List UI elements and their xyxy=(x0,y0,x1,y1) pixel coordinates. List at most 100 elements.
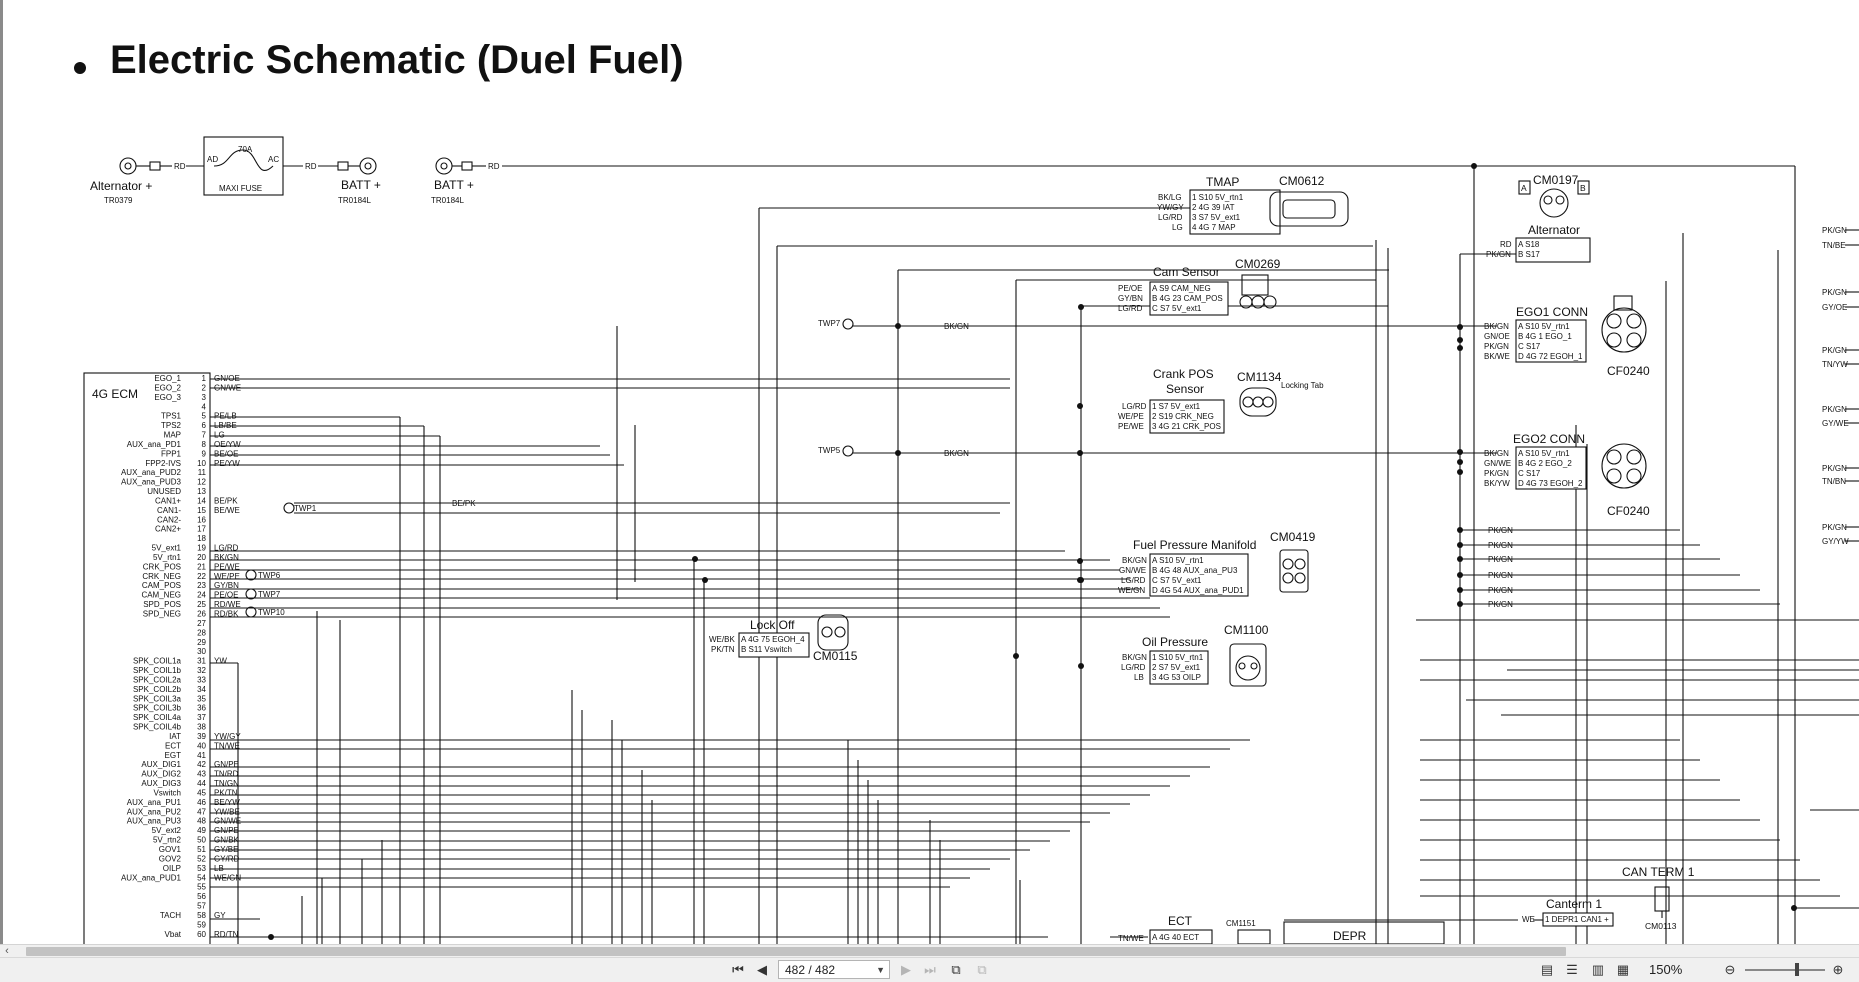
battery-terminal-1: BATT + TR0184L xyxy=(318,157,381,205)
pin-row: B S17 xyxy=(1518,250,1540,259)
ecm-pin-signal: AUX_ana_PU1 xyxy=(127,798,182,807)
continuous-view-icon[interactable]: ☰ xyxy=(1566,962,1578,977)
component-part: CM0419 xyxy=(1270,530,1316,544)
component-title: Cam Sensor xyxy=(1153,265,1220,279)
ecm-pin-wire: TN/GN xyxy=(214,779,239,788)
pin-row: A S10 5V_rtn1 xyxy=(1518,322,1570,331)
two-page-continuous-icon[interactable]: ▦ xyxy=(1616,962,1630,977)
ecm-pin-wire: RD/WE xyxy=(214,600,241,609)
lock-off-connector: Lock Off A 4G 75 EGOH_4 B S11 Vswitch WE… xyxy=(709,614,858,663)
pin-row: 2 S19 CRK_NEG xyxy=(1152,412,1214,421)
zoom-slider-handle[interactable] xyxy=(1795,963,1799,976)
ecm-pin-signal: Vswitch xyxy=(153,788,181,797)
ecm-pin-number: 35 xyxy=(197,694,206,703)
canterm-connector: Canterm 1 1 DEPR1 CAN1 + WE xyxy=(1284,897,1614,927)
ecm-pin-signal: AUX_ana_PU2 xyxy=(127,807,182,816)
viewer-toolbar: ⏮ ◀ 482 / 482 ▼ ▶ ⏭ ⧉ ⧉ ▤ ☰ ▥ ▦ 150% ⊖ ⊕ xyxy=(0,957,1859,982)
ecm-pin-number: 54 xyxy=(197,873,206,882)
ecm-pin-signal: UNUSED xyxy=(147,487,181,496)
ecm-pin-signal: SPK_COIL3b xyxy=(133,704,182,713)
page-number-input[interactable]: 482 / 482 ▼ xyxy=(778,960,890,979)
copy-page-icon[interactable]: ⧉ xyxy=(951,962,961,977)
horizontal-scrollbar[interactable]: ‹ xyxy=(0,944,1859,958)
component-part: CF0240 xyxy=(1607,364,1650,378)
component-part: CM1151 xyxy=(1226,919,1256,928)
ecm-pin-number: 59 xyxy=(197,920,206,929)
ecm-pin-number: 1 xyxy=(202,374,207,383)
ecm-pin-signal: SPK_COIL3a xyxy=(133,694,182,703)
zoom-slider[interactable] xyxy=(1745,969,1825,971)
ecm-pin-signal: AUX_ana_PD1 xyxy=(127,440,182,449)
ecm-pin-number: 9 xyxy=(202,449,207,458)
ecm-pin-wire: LG xyxy=(214,431,225,440)
ecm-pin-number: 40 xyxy=(197,741,206,750)
ecm-pin-signal: EGO_3 xyxy=(154,393,181,402)
page-title: Electric Schematic (Duel Fuel) xyxy=(110,38,684,82)
ecm-pin-number: 52 xyxy=(197,854,206,863)
previous-page-icon[interactable]: ◀ xyxy=(757,962,767,977)
ecm-pin-number: 20 xyxy=(197,553,206,562)
chevron-down-icon[interactable]: ▼ xyxy=(876,965,885,975)
ecm-pin-signal: SPK_COIL2a xyxy=(133,675,182,684)
edge-wire-label: PK/GN xyxy=(1822,405,1847,414)
ecm-pin-signal: Vbat xyxy=(165,930,182,939)
right-edge-wires: PK/GNTN/BEPK/GNGY/OEPK/GNTN/YWPK/GNGY/WE… xyxy=(1822,226,1859,546)
wire-label: PK/GN xyxy=(1488,586,1513,595)
twist-label: TWP5 xyxy=(818,446,841,455)
next-page-icon[interactable]: ▶ xyxy=(901,962,911,977)
ecm-pin-signal: EGO_2 xyxy=(154,383,181,392)
page-edge xyxy=(0,0,3,944)
single-page-view-icon[interactable]: ▤ xyxy=(1540,962,1554,977)
component-title: EGO1 CONN xyxy=(1516,305,1588,319)
zoom-in-icon[interactable]: ⊕ xyxy=(1832,962,1844,977)
first-page-icon[interactable]: ⏮ xyxy=(732,962,744,977)
ecm-pin-wire: WE/PE xyxy=(214,572,240,581)
component-part: CM0612 xyxy=(1279,174,1325,188)
ecm-pin-signal: CAM_POS xyxy=(142,581,181,590)
tmap-connector: TMAP 1 S10 5V_rtn1 2 4G 39 IAT 3 S7 5V_e… xyxy=(1157,174,1349,235)
ecm-pin-number: 14 xyxy=(197,496,206,505)
last-page-icon[interactable]: ⏭ xyxy=(924,962,936,977)
wire-label: GN/OE xyxy=(1484,332,1510,341)
right-edge-list: PK/GNTN/BEPK/GNGY/OEPK/GNTN/YWPK/GNGY/WE… xyxy=(1822,226,1859,546)
ecm-pin-signal: AUX_ana_PUD2 xyxy=(121,468,182,477)
edge-wire-label: PK/GN xyxy=(1822,464,1847,473)
wire-label: BK/GN xyxy=(944,322,969,331)
ecm-pin-signal: CAM_NEG xyxy=(141,591,181,600)
ecm-pin-number: 17 xyxy=(197,525,206,534)
paste-page-icon[interactable]: ⧉ xyxy=(977,962,987,977)
alternator-terminal: RD Alternator + TR0379 xyxy=(90,157,204,205)
pin-row: C S7 5V_ext1 xyxy=(1152,304,1202,313)
ecm-pin-signal: TACH xyxy=(160,911,181,920)
ect-connector: ECT A 4G 40 ECT TN/WE CM1151 xyxy=(1118,914,1271,944)
ecm-pin-number: 37 xyxy=(197,713,206,722)
ecm-pin-number: 25 xyxy=(197,600,206,609)
wire-label: PK/GN xyxy=(1484,469,1509,478)
component-title: Oil Pressure xyxy=(1142,635,1208,649)
wire-label: BK/GN xyxy=(1122,653,1147,662)
wire-label: LG/RD xyxy=(1118,304,1143,313)
ecm-pin-number: 56 xyxy=(197,892,206,901)
ecm-pin-number: 7 xyxy=(202,431,207,440)
wire-label: PE/WE xyxy=(1118,422,1144,431)
ecm-pin-signal: 5V_ext1 xyxy=(152,544,182,553)
ecm-pin-signal: EGT xyxy=(165,751,182,760)
zoom-out-icon[interactable]: ⊖ xyxy=(1724,962,1736,977)
ecm-pin-number: 23 xyxy=(197,581,206,590)
wire-label: YW/GY xyxy=(1157,203,1184,212)
two-page-view-icon[interactable]: ▥ xyxy=(1591,962,1605,977)
pin-row: C S17 xyxy=(1518,469,1541,478)
ecm-pin-signal: SPK_COIL4b xyxy=(133,723,182,732)
ecm-pin-number: 12 xyxy=(197,478,206,487)
scrollbar-thumb[interactable] xyxy=(26,947,1566,956)
ecm-pin-number: 15 xyxy=(197,506,206,515)
scroll-left-arrow-icon[interactable]: ‹ xyxy=(5,945,9,957)
twist-label: TWP7 xyxy=(818,319,841,328)
fuse-rating: 70A xyxy=(238,145,253,154)
component-title: TMAP xyxy=(1206,175,1239,189)
battery-part: TR0184L xyxy=(338,196,371,205)
ecm-pin-number: 49 xyxy=(197,826,206,835)
ecm-pin-number: 10 xyxy=(197,459,206,468)
ecm-pin-number: 47 xyxy=(197,807,206,816)
